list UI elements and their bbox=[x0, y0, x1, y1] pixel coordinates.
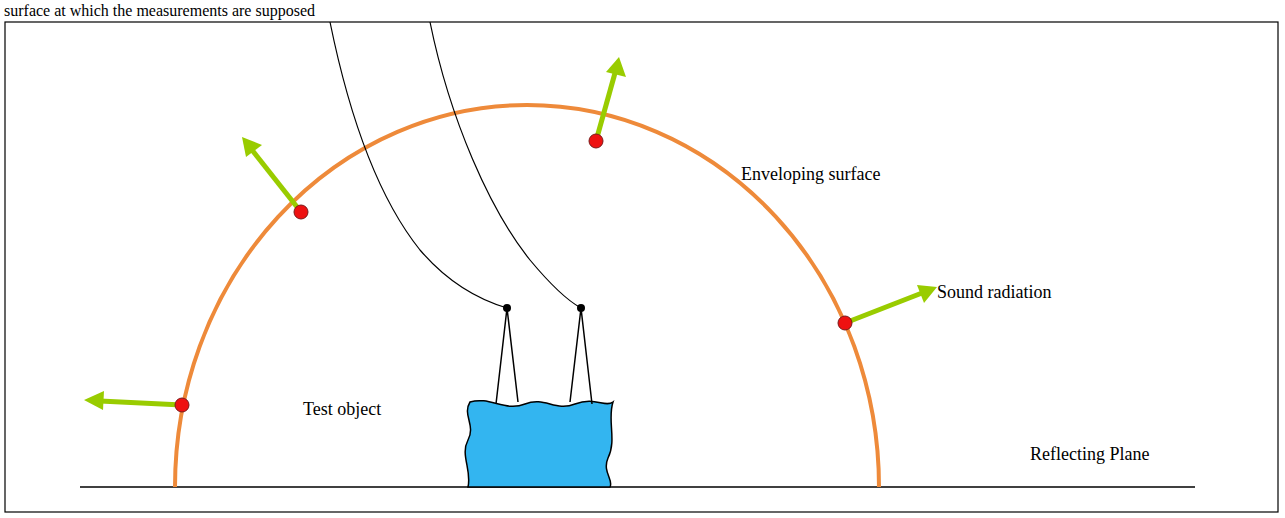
frame bbox=[5, 22, 1278, 512]
cable bbox=[330, 22, 507, 308]
test-object-mount bbox=[496, 308, 592, 404]
reflecting-plane-line bbox=[80, 486, 1195, 488]
object-label: Test object bbox=[303, 399, 381, 421]
note-text: surface at which the measurements are su… bbox=[4, 1, 315, 20]
enveloping-hemisphere bbox=[175, 105, 879, 487]
mount-point bbox=[577, 304, 585, 312]
cable bbox=[430, 22, 581, 308]
plane-label: Reflecting Plane bbox=[1030, 444, 1149, 466]
mount-point bbox=[503, 304, 511, 312]
radiation-label: Sound radiation bbox=[937, 282, 1052, 304]
surface-label: Enveloping surface bbox=[741, 164, 880, 186]
test-object bbox=[465, 401, 613, 487]
radiation-arrows bbox=[84, 57, 937, 410]
